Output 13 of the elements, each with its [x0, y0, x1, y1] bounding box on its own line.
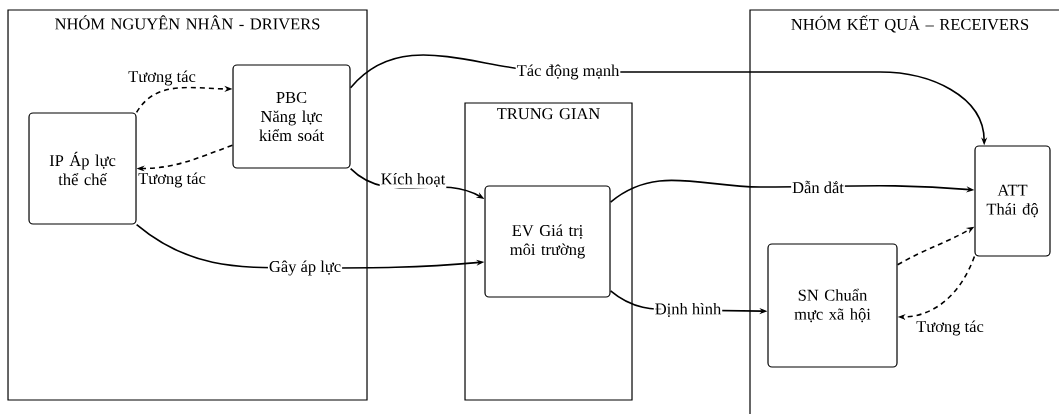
edge-label: Tương tác — [137, 171, 207, 189]
edge-label: Dẫn dắt — [791, 179, 845, 195]
edge-label: Tác động mạnh — [515, 63, 621, 81]
edge-label: Gây áp lực — [267, 259, 343, 277]
edge-label: Định hình — [653, 301, 723, 319]
process-box: EV Giá trị môi trường — [484, 185, 611, 298]
process-box: IP Áp lực thể chế — [28, 112, 137, 225]
edge-label: Kích hoạt — [379, 171, 447, 189]
edge-label: Tương tác — [915, 319, 985, 337]
process-box: ATT Thái độ — [974, 145, 1051, 257]
process-box: SN Chuẩn mực xã hội — [767, 243, 898, 368]
edge-label: Tương tác — [127, 69, 197, 87]
process-box: PBC Năng lực kiểm soát — [232, 64, 351, 169]
